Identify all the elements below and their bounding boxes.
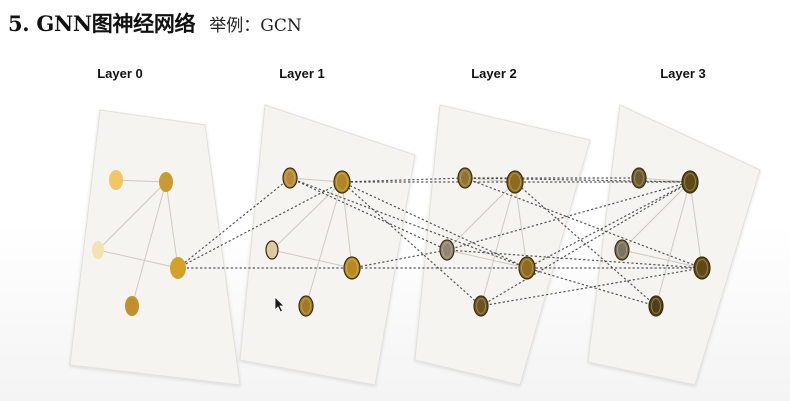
layer-label-1: Layer 1 bbox=[279, 66, 325, 81]
message-edge-0d-1b bbox=[177, 181, 343, 269]
node-ring-layer1-e bbox=[301, 298, 311, 314]
message-edge-1d-2c bbox=[351, 249, 448, 269]
node-ring-layer1-c bbox=[268, 243, 276, 257]
title-main: 5. GNN图神经网络 bbox=[8, 11, 196, 36]
graph-edge-layer0-c-d bbox=[97, 249, 179, 269]
graph-edge-layer0-b-e bbox=[131, 181, 167, 307]
layer-label-2: Layer 2 bbox=[471, 66, 517, 81]
cursor-arrow-icon bbox=[274, 296, 285, 313]
node-layer0-a bbox=[109, 170, 123, 190]
graph-edge-layer2-c-d bbox=[446, 249, 528, 269]
graph-edge-layer1-b-c bbox=[271, 181, 343, 251]
graph-edge-layer1-a-b bbox=[289, 177, 343, 183]
node-layer3-d bbox=[693, 256, 711, 280]
message-edge-2d-3e bbox=[526, 267, 657, 307]
graph-edge-layer1-c-d bbox=[271, 249, 353, 269]
message-edge-1b-2a bbox=[341, 177, 466, 183]
node-ring-layer2-e bbox=[476, 298, 486, 314]
message-edge-2b-3e bbox=[514, 181, 657, 307]
node-ring-layer2-b bbox=[509, 173, 521, 191]
layer-labels: Layer 0 Layer 1 Layer 2 Layer 3 bbox=[97, 66, 706, 81]
node-layer1-b bbox=[333, 170, 351, 194]
node-ring-layer3-d bbox=[696, 259, 708, 277]
node-layer1-a bbox=[282, 167, 298, 189]
graph-edge-layer1-b-e bbox=[305, 181, 343, 307]
node-layer3-b bbox=[681, 170, 699, 194]
message-edge-2a-3d bbox=[464, 177, 703, 269]
message-edge-0d-1a bbox=[177, 177, 291, 269]
layer-label-0: Layer 0 bbox=[97, 66, 143, 81]
node-ring-layer3-c bbox=[617, 242, 627, 258]
graph-edge-layer0-b-d bbox=[165, 181, 179, 269]
node-layer2-b bbox=[506, 170, 524, 194]
slide-title: 5. GNN图神经网络 举例：GCN bbox=[8, 8, 302, 38]
graph-edge-layer2-b-e bbox=[480, 181, 516, 307]
node-ring-layer1-b bbox=[336, 173, 348, 191]
graph-edge-layer3-b-e bbox=[655, 181, 691, 307]
graph-edge-layer3-b-c bbox=[621, 181, 691, 251]
node-ring-layer2-a bbox=[460, 170, 470, 186]
graph-edge-layer2-b-c bbox=[446, 181, 516, 251]
graph-edge-layer3-c-d bbox=[621, 249, 703, 269]
message-edge-2e-3b bbox=[480, 181, 691, 307]
node-ring-layer1-a bbox=[285, 170, 295, 186]
node-layer1-c bbox=[265, 240, 279, 260]
node-ring-layer1-d bbox=[346, 259, 358, 277]
mouse-cursor bbox=[274, 296, 285, 313]
message-edge-1b-2d bbox=[341, 181, 528, 269]
node-layer1-d bbox=[343, 256, 361, 280]
message-edge-1b-2e bbox=[341, 181, 482, 307]
node-layer0-b bbox=[159, 172, 173, 192]
node-ring-layer2-d bbox=[521, 259, 533, 277]
graph-edge-layer3-b-d bbox=[689, 181, 703, 269]
node-ring-layer2-c bbox=[442, 242, 452, 258]
node-layer2-d bbox=[518, 256, 536, 280]
node-layer0-e bbox=[125, 296, 139, 316]
graph-nodes bbox=[92, 167, 711, 317]
graph-edge-layer0-b-c bbox=[97, 181, 167, 251]
node-ring-layer3-b bbox=[684, 173, 696, 191]
node-layer2-a bbox=[457, 167, 473, 189]
title-subtitle: 举例：GCN bbox=[209, 16, 302, 36]
graph-edge-layer0-a-b bbox=[115, 179, 167, 183]
node-layer3-a bbox=[631, 167, 647, 189]
node-layer0-d bbox=[170, 257, 186, 279]
node-layer3-e bbox=[648, 295, 664, 317]
node-layer1-e bbox=[298, 295, 314, 317]
layer-panel-1 bbox=[239, 104, 416, 386]
node-layer2-c bbox=[439, 239, 455, 261]
layer-label-3: Layer 3 bbox=[660, 66, 706, 81]
node-ring-layer3-e bbox=[651, 298, 661, 314]
layer-panel-3 bbox=[587, 104, 761, 386]
graph-edge-layer2-b-d bbox=[514, 181, 528, 269]
message-edge-2c-3d bbox=[446, 249, 703, 269]
graph-edge-layer1-b-d bbox=[341, 181, 353, 269]
message-passing-edges bbox=[177, 177, 703, 307]
node-layer2-e bbox=[473, 295, 489, 317]
node-layer0-c bbox=[92, 241, 104, 259]
node-ring-layer3-a bbox=[634, 170, 644, 186]
node-layer3-c bbox=[614, 239, 630, 261]
layer-panels bbox=[69, 104, 761, 386]
